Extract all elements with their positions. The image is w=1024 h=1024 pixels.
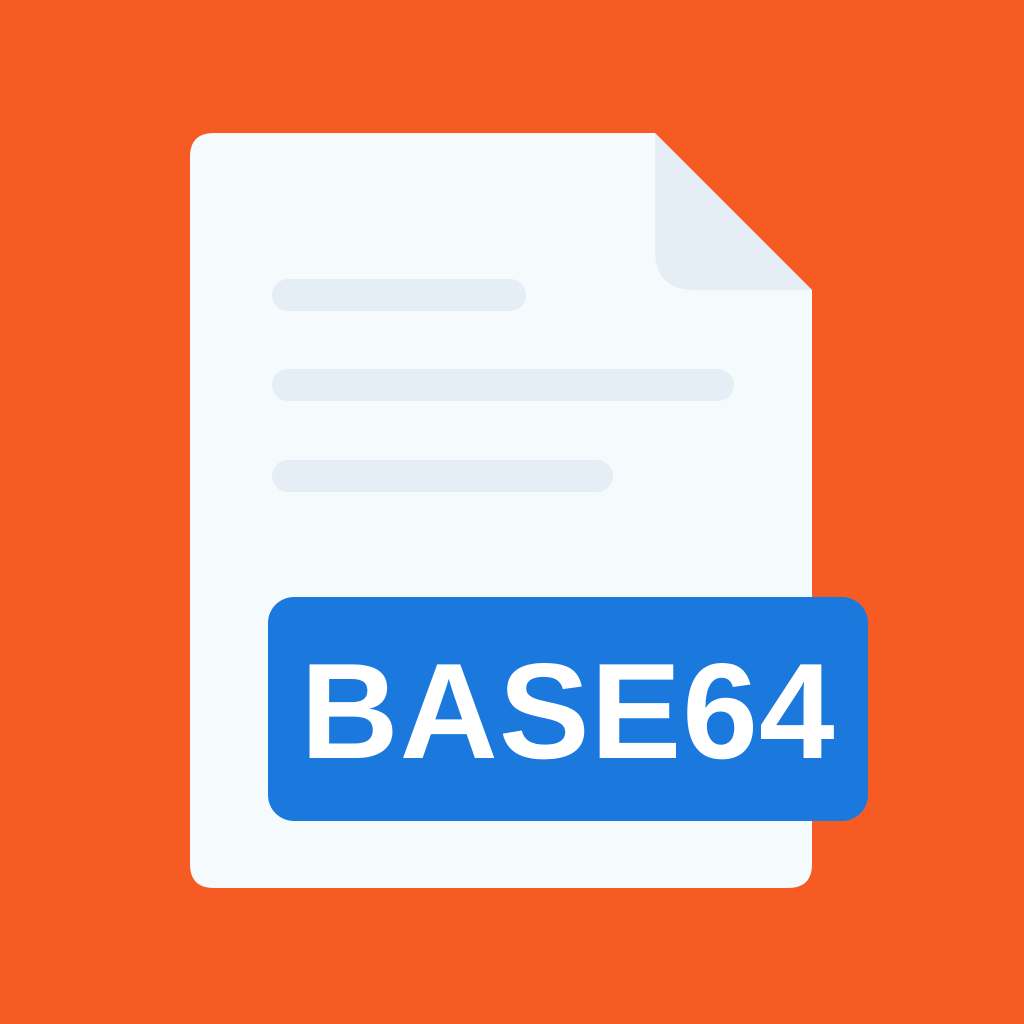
text-line-2 (272, 369, 734, 401)
format-badge-label: BASE64 (300, 635, 836, 787)
text-line-3 (272, 460, 613, 492)
text-line-1 (272, 279, 526, 311)
format-badge: BASE64 (268, 597, 868, 821)
page-fold-corner (655, 133, 812, 290)
